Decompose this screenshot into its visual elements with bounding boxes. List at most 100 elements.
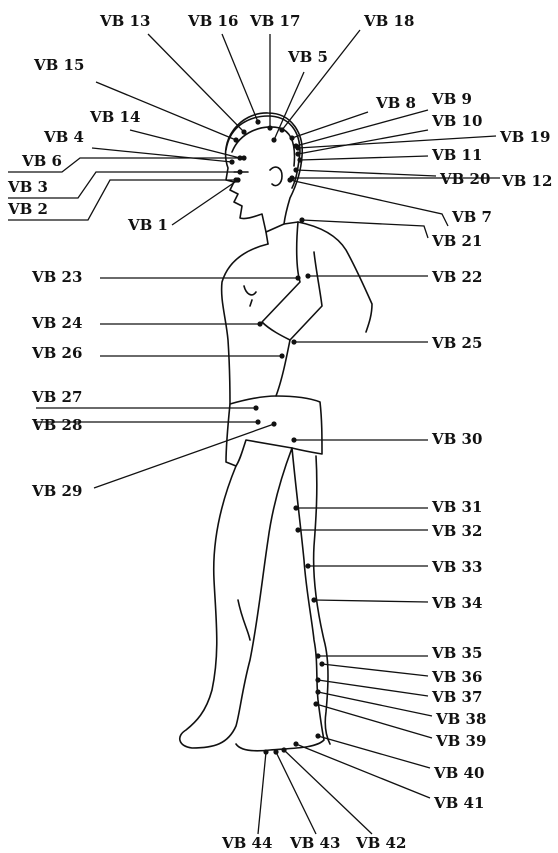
acupoint-label-vb-13: VB 13: [99, 12, 150, 30]
acupoint-dot-vb-32: [295, 527, 300, 532]
acupoint-label-vb-1: VB 1: [127, 216, 168, 234]
acupoint-label-vb-41: VB 41: [433, 794, 484, 812]
acupoint-label-vb-37: VB 37: [431, 688, 482, 706]
acupoint-label-vb-3: VB 3: [7, 178, 48, 196]
acupoint-label-vb-2: VB 2: [7, 200, 48, 218]
acupoint-dot-vb-26: [279, 353, 284, 358]
acupoint-dot-vb-18: [279, 127, 284, 132]
acupoint-label-vb-34: VB 34: [431, 594, 482, 612]
acupoint-annotations: VB 1VB 2VB 3VB 4VB 5VB 6VB 7VB 8VB 9VB 1…: [7, 12, 552, 852]
acupoint-dot-vb-5: [271, 137, 276, 142]
acupoint-dot-vb-17: [267, 125, 272, 130]
waist-back: [276, 340, 290, 396]
acupoint-dot-vb-23: [295, 275, 300, 280]
acupoint-label-vb-18: VB 18: [363, 12, 414, 30]
acupoint-label-vb-33: VB 33: [431, 558, 482, 576]
acupoint-dot-vb-40: [315, 733, 320, 738]
leader-line-vb-39: [316, 704, 432, 738]
acupoint-dot-vb-36: [319, 661, 324, 666]
acupoint-label-vb-4: VB 4: [43, 128, 84, 146]
acupoint-dot-vb-22: [305, 273, 310, 278]
acupoint-label-vb-31: VB 31: [431, 498, 482, 516]
acupoint-label-vb-16: VB 16: [187, 12, 238, 30]
acupoint-label-vb-7: VB 7: [451, 208, 492, 226]
acupoint-dot-vb-16: [255, 119, 260, 124]
acupoint-label-vb-38: VB 38: [435, 710, 486, 728]
acupoint-dot-vb-11: [297, 157, 302, 162]
acupoint-label-vb-32: VB 32: [431, 522, 482, 540]
acupoint-dot-vb-28: [255, 419, 260, 424]
acupoint-label-vb-5: VB 5: [287, 48, 328, 66]
acupoint-label-vb-10: VB 10: [431, 112, 482, 130]
acupoint-dot-vb-24: [257, 321, 262, 326]
leader-line-vb-38: [318, 692, 432, 716]
acupoint-dot-vb-44: [263, 749, 268, 754]
acupoint-dot-vb-34: [311, 597, 316, 602]
back-leg: [236, 448, 324, 751]
acupoint-dot-vb-43: [273, 749, 278, 754]
acupoint-dot-vb-33: [305, 563, 310, 568]
acupoint-dot-vb-8: [289, 135, 294, 140]
acupoint-dot-vb-21: [299, 217, 304, 222]
acupoint-dot-vb-3: [237, 169, 242, 174]
acupoint-label-vb-40: VB 40: [433, 764, 484, 782]
ear: [270, 167, 282, 185]
acupoint-label-vb-36: VB 36: [431, 668, 482, 686]
acupoint-label-vb-35: VB 35: [431, 644, 482, 662]
leader-line-vb-13: [148, 34, 244, 132]
acupoint-label-vb-21: VB 21: [431, 232, 482, 250]
leader-line-vb-5: [274, 72, 304, 140]
acupoint-dot-vb-20: [293, 167, 298, 172]
acupoint-label-vb-29: VB 29: [31, 482, 82, 500]
leader-line-vb-43: [276, 752, 316, 834]
leader-line-vb-44: [258, 752, 266, 834]
leader-line-vb-20: [296, 170, 436, 176]
acupoint-label-vb-27: VB 27: [31, 388, 82, 406]
leader-line-vb-10: [298, 130, 428, 154]
acupoint-dot-vb-15: [233, 137, 238, 142]
acupoint-dot-vb-13: [241, 129, 246, 134]
chest-line: [244, 286, 256, 306]
leader-line-vb-11: [300, 156, 428, 160]
acupoint-label-vb-6: VB 6: [21, 152, 62, 170]
leader-line-vb-1: [172, 180, 238, 225]
acupoint-label-vb-11: VB 11: [431, 146, 482, 164]
acupoint-label-vb-30: VB 30: [431, 430, 482, 448]
acupoint-label-vb-23: VB 23: [31, 268, 82, 286]
leader-line-vb-37: [318, 680, 428, 696]
acupoint-label-vb-12: VB 12: [501, 172, 552, 190]
leader-line-vb-16: [222, 34, 258, 122]
acupoint-dot-vb-42: [281, 747, 286, 752]
acupoint-label-vb-28: VB 28: [31, 416, 82, 434]
arm-outline: [262, 222, 322, 340]
leader-line-vb-9: [296, 110, 428, 146]
acupoint-dot-vb-31: [293, 505, 298, 510]
acupoint-dot-vb-19: [295, 145, 300, 150]
acupoint-label-vb-19: VB 19: [499, 128, 550, 146]
acupoint-label-vb-25: VB 25: [431, 334, 482, 352]
shorts-outline: [226, 396, 322, 466]
acupoint-dot-vb-2: [233, 177, 238, 182]
acupoint-label-vb-8: VB 8: [375, 94, 416, 112]
acupoint-dot-vb-10: [295, 151, 300, 156]
acupoint-dot-vb-39: [313, 701, 318, 706]
acupoint-dot-vb-27: [253, 405, 258, 410]
acupoint-dot-vb-37: [315, 677, 320, 682]
acupoint-dot-vb-12: [289, 175, 294, 180]
acupoint-dot-vb-29: [271, 421, 276, 426]
leader-line-vb-41: [296, 744, 430, 798]
acupoint-label-vb-39: VB 39: [435, 732, 486, 750]
human-figure-outline: [180, 113, 372, 751]
acupoint-dot-vb-38: [315, 689, 320, 694]
acupoint-dot-vb-25: [291, 339, 296, 344]
acupoint-dot-vb-35: [315, 653, 320, 658]
acupoint-dot-vb-4: [229, 159, 234, 164]
acupoint-label-vb-44: VB 44: [221, 834, 272, 852]
acupoint-label-vb-42: VB 42: [355, 834, 406, 852]
acupoint-label-vb-17: VB 17: [249, 12, 300, 30]
leader-line-vb-8: [292, 112, 368, 138]
acupoint-dot-vb-30: [291, 437, 296, 442]
leader-line-vb-18: [282, 30, 360, 130]
